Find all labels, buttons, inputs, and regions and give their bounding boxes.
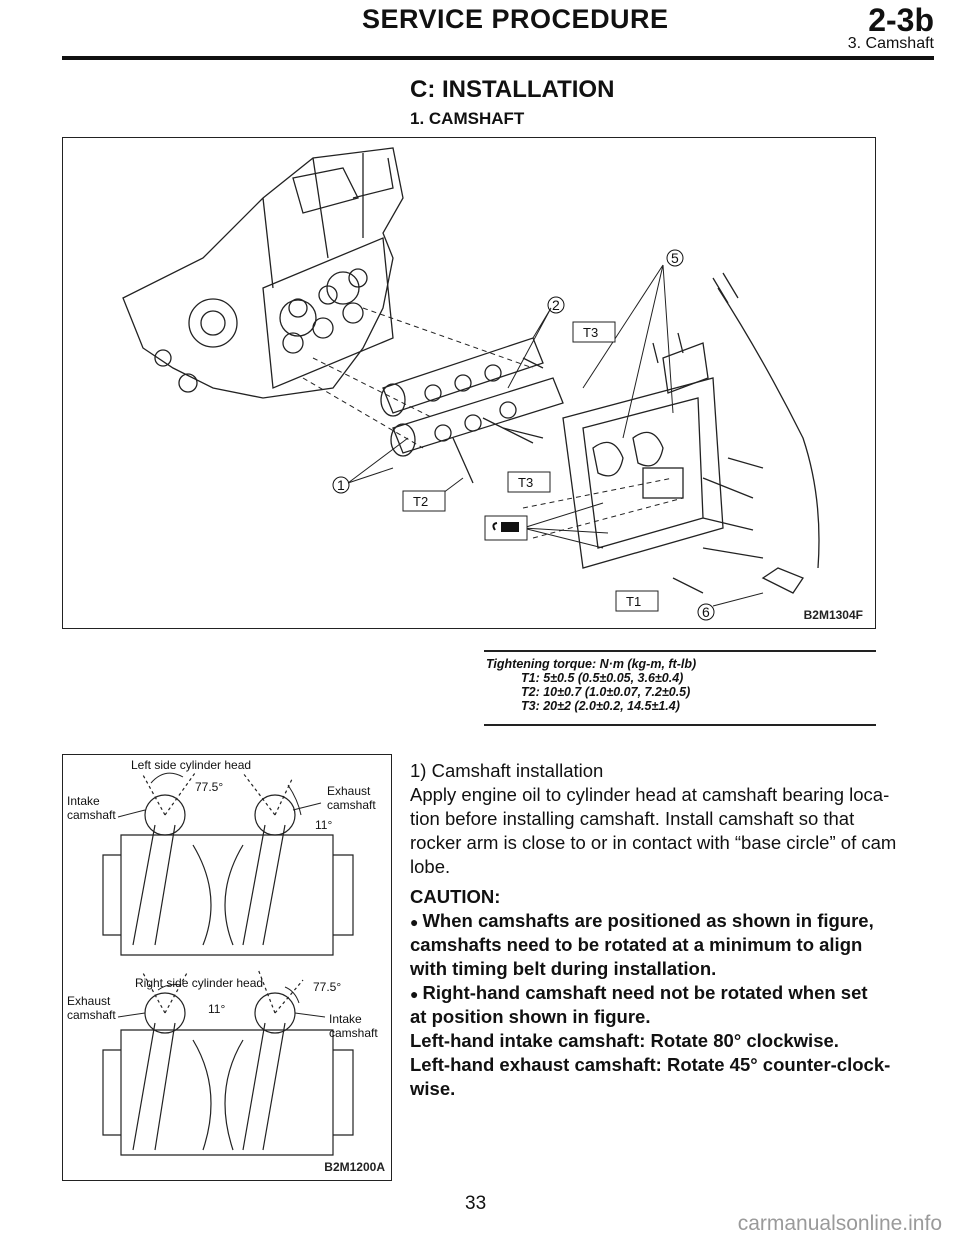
figure-code-top: B2M1304F [803, 608, 863, 622]
caution-line-2: camshafts need to be rotated at a minimu… [410, 934, 863, 955]
para-line-1: Apply engine oil to cylinder head at cam… [410, 784, 890, 805]
caution-line-5: at position shown in figure. [410, 1006, 651, 1027]
camshaft-exploded-drawing: 1 2 5 6 T3 T3 T2 T1 [122, 147, 820, 621]
left-angle-small: 11° [315, 818, 332, 832]
caution-line-3: with timing belt during installation. [410, 958, 717, 979]
caution-line-1: ●When camshafts are positioned as shown … [410, 910, 874, 932]
header-section-code: 2-3b [868, 2, 934, 38]
step-title: 1) Camshaft installation [410, 760, 604, 781]
caution-line-7: Left-hand exhaust camshaft: Rotate 45° c… [410, 1054, 891, 1075]
callout-5: 5 [671, 250, 679, 266]
caution-line-4: ●Right-hand camshaft need not be rotated… [410, 982, 868, 1004]
caution-line-1-text: When camshafts are positioned as shown i… [422, 910, 874, 931]
torque-t3: T3: 20±2 (2.0±0.2, 14.5±1.4) [521, 699, 680, 713]
right-intake-label-1: Intake [329, 1012, 362, 1026]
cylinder-head-figure: Left side cylinder head Intake camshaft … [62, 754, 392, 1181]
callout-2: 2 [552, 297, 560, 313]
para-line-3: rocker arm is close to or in contact wit… [410, 832, 897, 853]
section-heading: C: INSTALLATION [410, 76, 615, 103]
torque-label-t3-lower: T3 [518, 475, 533, 490]
caution-line-4-text: Right-hand camshaft need not be rotated … [422, 982, 868, 1003]
figure-code-bottom: B2M1200A [324, 1160, 385, 1174]
page-number: 33 [465, 1193, 487, 1214]
left-intake-label-1: Intake [67, 794, 100, 808]
para-line-2: tion before installing camshaft. Install… [410, 808, 855, 829]
header-subtitle: 3. Camshaft [847, 35, 934, 52]
left-intake-label-2: camshaft [67, 808, 116, 822]
para-line-4: lobe. [410, 856, 451, 877]
caution-label: CAUTION: [410, 886, 501, 907]
sub-heading: 1. CAMSHAFT [410, 109, 525, 128]
torque-label-t3-upper: T3 [583, 325, 598, 340]
torque-t1: T1: 5±0.5 (0.5±0.05, 3.6±0.4) [521, 671, 684, 685]
bullet-icon: ● [410, 914, 419, 930]
torque-label-t1: T1 [626, 594, 641, 609]
caution-line-8: wise. [410, 1078, 456, 1099]
tightening-torque-box: Tightening torque: N·m (kg-m, ft-lb) T1:… [484, 650, 876, 726]
right-intake-label-2: camshaft [329, 1026, 378, 1040]
caution-line-6: Left-hand intake camshaft: Rotate 80° cl… [410, 1030, 839, 1051]
callout-6: 6 [702, 604, 710, 620]
right-exhaust-label-2: camshaft [67, 1008, 116, 1022]
left-head-title: Left side cylinder head [131, 758, 251, 772]
torque-label-t2: T2 [413, 494, 428, 509]
right-angle-small: 11° [208, 1002, 225, 1016]
cylinder-head-drawing: Left side cylinder head Intake camshaft … [67, 758, 378, 1156]
watermark: carmanualsonline.info [737, 1212, 942, 1235]
sealant-icon [484, 515, 528, 541]
header-title: SERVICE PROCEDURE [362, 4, 669, 34]
right-angle-large: 77.5° [313, 980, 341, 994]
camshaft-exploded-figure: 1 2 5 6 T3 T3 T2 T1 B2M1304F [62, 137, 876, 629]
callout-1: 1 [337, 477, 345, 493]
left-angle-large: 77.5° [195, 780, 223, 794]
torque-heading: Tightening torque: N·m (kg-m, ft-lb) [486, 657, 697, 671]
right-exhaust-label-1: Exhaust [67, 994, 111, 1008]
bullet-icon: ● [410, 986, 419, 1002]
torque-t2: T2: 10±0.7 (1.0±0.07, 7.2±0.5) [521, 685, 691, 699]
header-rule [62, 56, 934, 60]
left-exhaust-label-2: camshaft [327, 798, 376, 812]
right-head-title: Right side cylinder head [135, 976, 263, 990]
left-exhaust-label-1: Exhaust [327, 784, 371, 798]
